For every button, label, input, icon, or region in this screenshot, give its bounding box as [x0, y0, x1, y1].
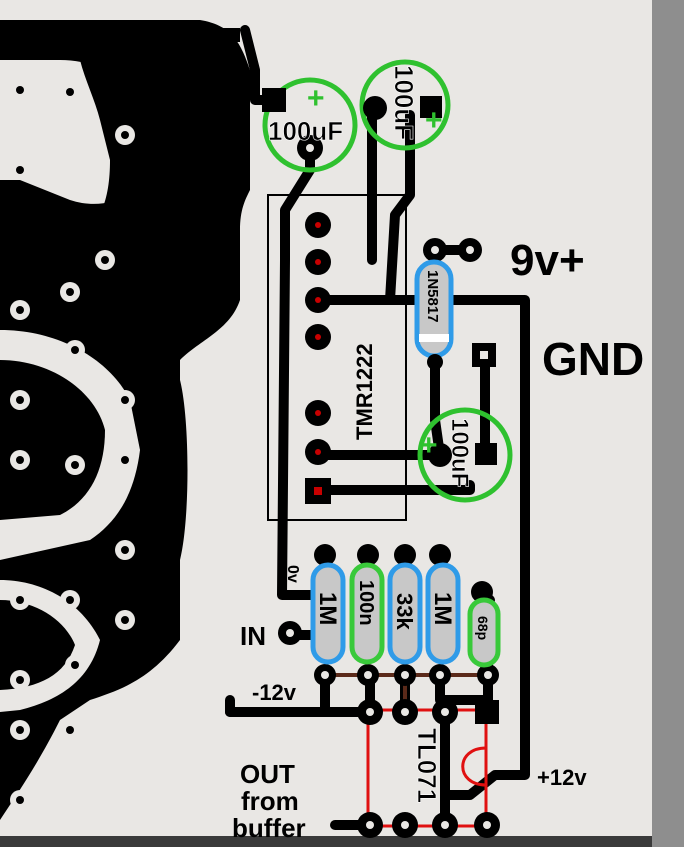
- opamp-tl071: TL071: [357, 699, 500, 838]
- opamp-label: TL071: [412, 728, 442, 803]
- resistor-1m-b: [425, 562, 461, 665]
- capacitor-1-label: 100uF: [268, 116, 343, 146]
- label-neg12: -12v: [252, 680, 297, 705]
- capacitor-1-plus: +: [307, 82, 325, 115]
- label-from: from: [241, 786, 299, 816]
- c100n-label: 100n: [355, 580, 377, 626]
- capacitor-2-plus: +: [425, 104, 443, 137]
- resistor-33k: [387, 562, 423, 665]
- left-copper-area: [0, 20, 250, 820]
- resistor-1m-a: [310, 562, 346, 665]
- regulator-outline: [267, 194, 407, 521]
- capacitor-3-plus: +: [420, 429, 438, 462]
- c68p-label: 68p: [475, 616, 491, 640]
- label-buffer: buffer: [232, 813, 306, 843]
- capacitor-1: + 100uF: [262, 77, 358, 173]
- label-in: IN: [240, 621, 266, 651]
- label-0v: 0v: [284, 565, 301, 583]
- label-gnd: GND: [542, 333, 644, 385]
- r33k-label: 33k: [392, 593, 417, 630]
- bottom-strip: [0, 836, 652, 847]
- label-9v: 9v+: [510, 236, 585, 285]
- cap-68p: [467, 597, 501, 668]
- label-pos12: +12v: [537, 765, 587, 790]
- capacitor-2-label: 100uF: [389, 65, 419, 140]
- label-out: OUT: [240, 759, 295, 789]
- regulator-pads: [305, 212, 331, 504]
- cap-100n: [349, 562, 385, 665]
- side-bar: [652, 0, 684, 847]
- regulator-label: TMR1222: [352, 343, 377, 440]
- capacitor-3: + 100uF: [417, 407, 513, 503]
- capacitor-2: + 100uF: [359, 59, 451, 151]
- capacitor-3-label: 100uF: [446, 418, 473, 487]
- r1-label: 1M: [314, 592, 341, 625]
- r2-label: 1M: [429, 592, 456, 625]
- diode-label: 1N5817: [424, 270, 441, 323]
- diode-1n5817: 1N5817: [414, 238, 482, 370]
- resistor-row: 1M 100n 33k 1M 68p: [310, 544, 501, 686]
- ground-trace-left: [188, 28, 240, 49]
